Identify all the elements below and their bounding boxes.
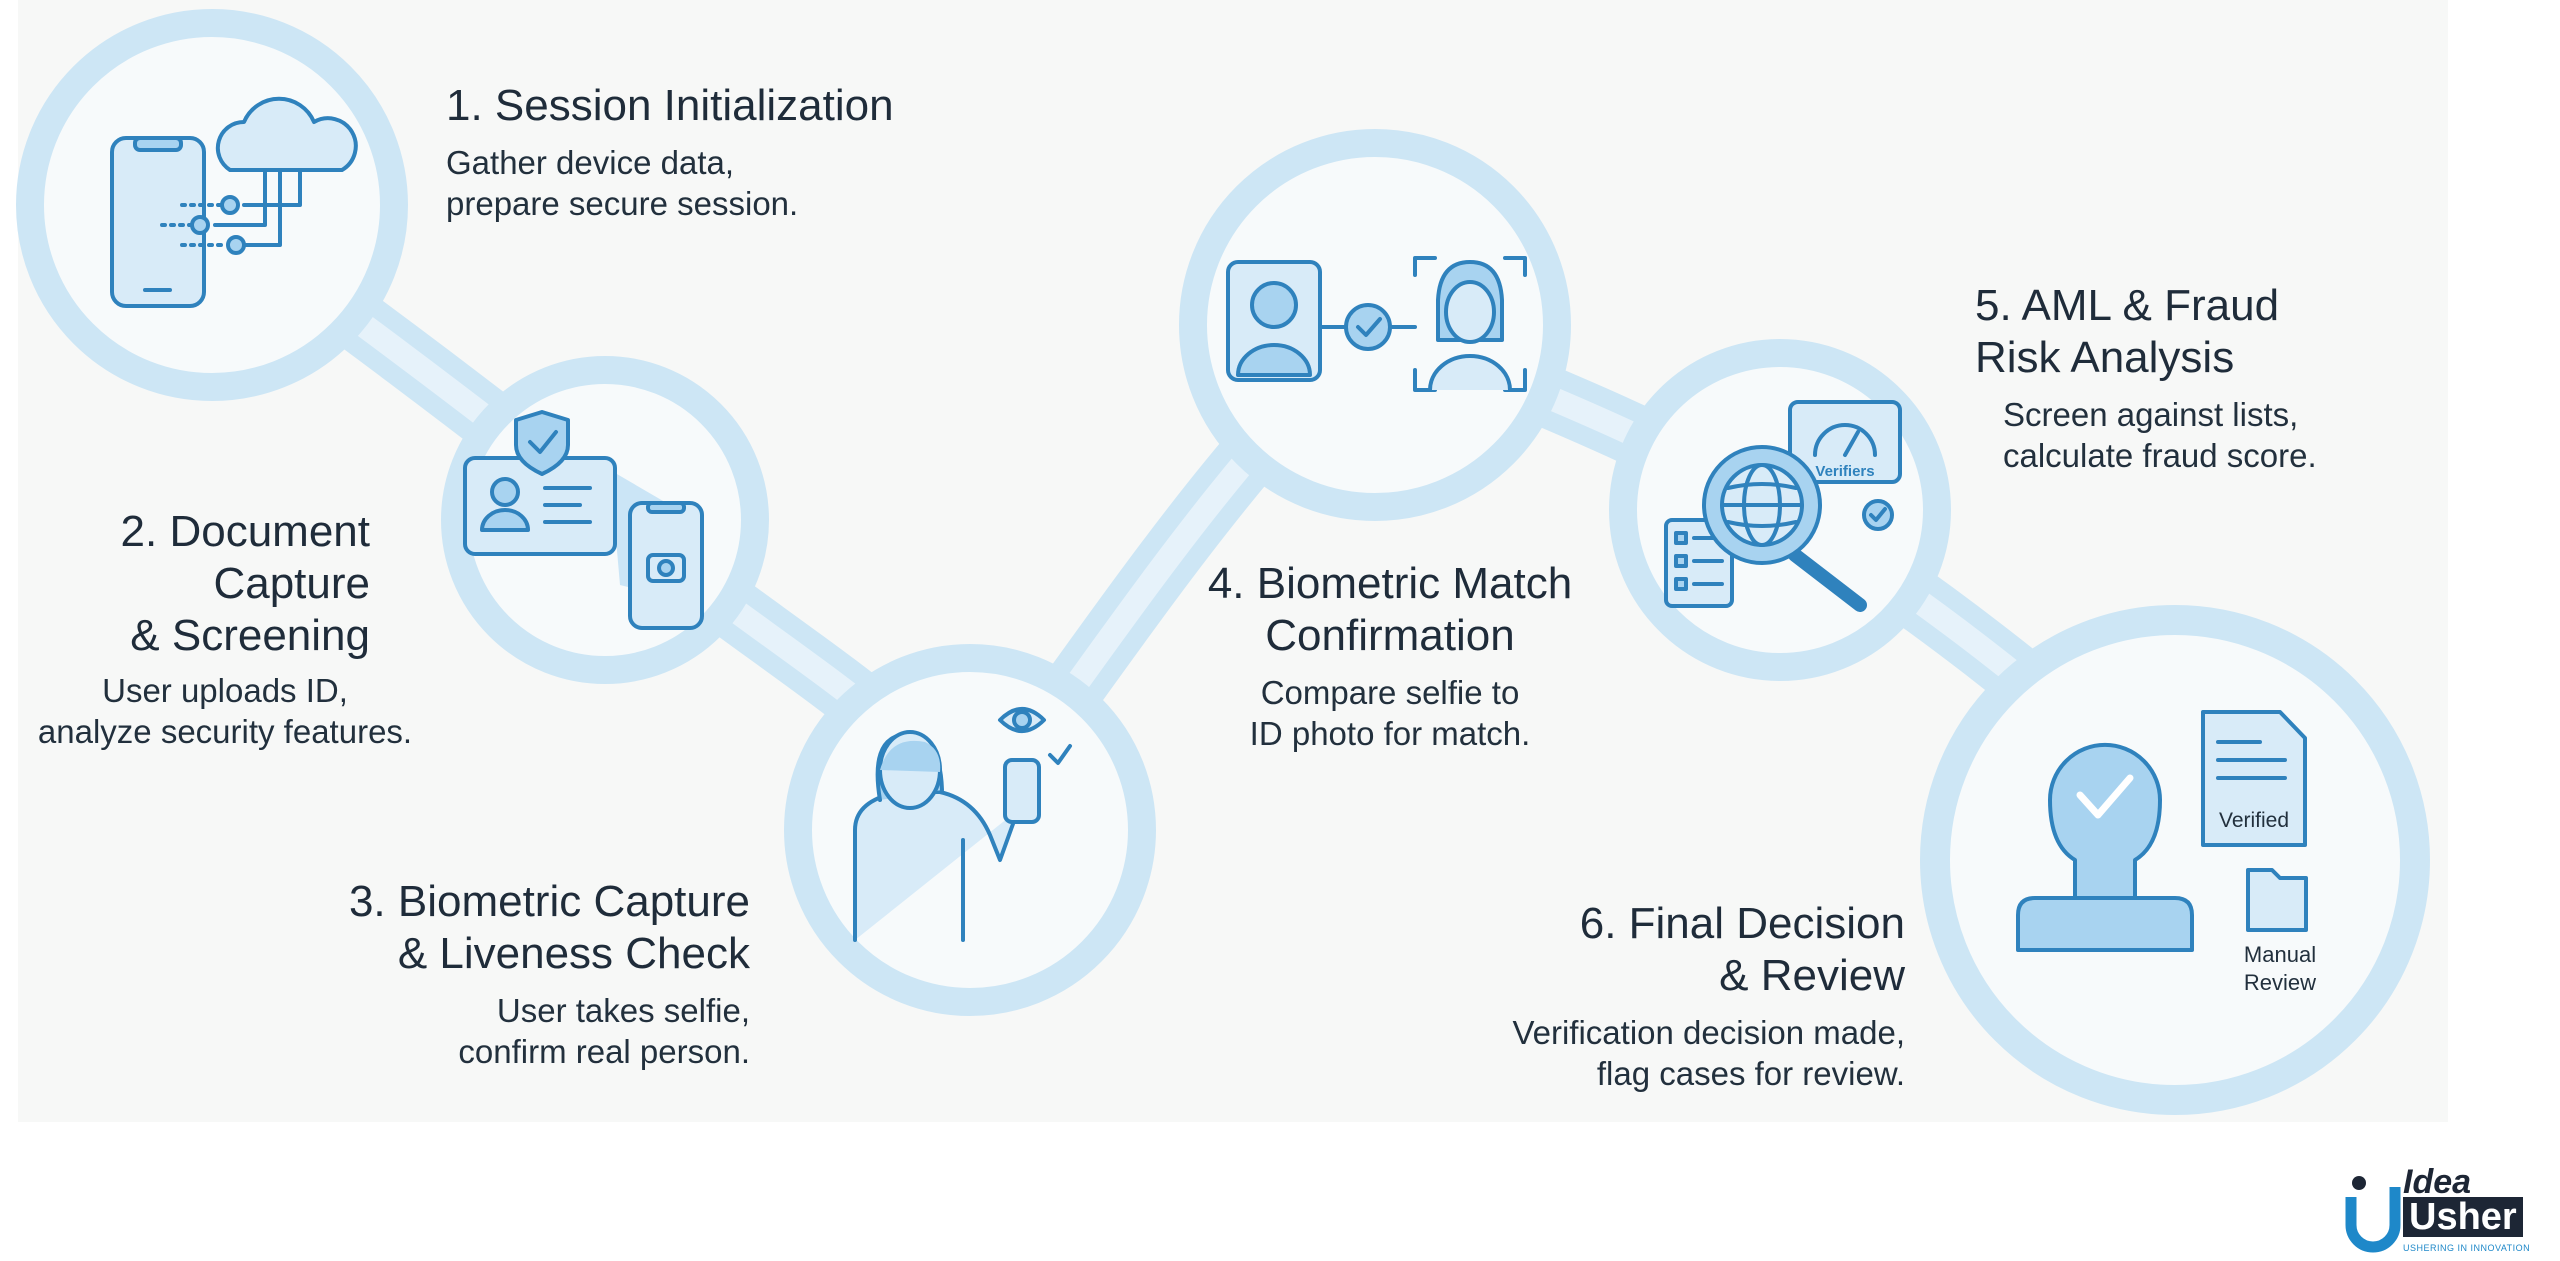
step-6-title: 6. Final Decision & Review (1579, 899, 1905, 1000)
step-2-title: 2. Document Capture & Screening (120, 507, 370, 660)
step-4-text: 4. Biometric Match Confirmation Compare … (1180, 558, 1600, 754)
logo-word-usher: Usher (2403, 1197, 2523, 1237)
stamp-document-folder-icon (2016, 710, 2308, 952)
step-1-desc: Gather device data, prepare secure sessi… (446, 144, 799, 222)
step-3-text: 3. Biometric Capture & Liveness Check Us… (300, 876, 750, 1072)
step-2-text: 2. Document Capture & Screening User upl… (20, 506, 430, 752)
step-5-title: 5. AML & Fraud Risk Analysis (1975, 281, 2280, 382)
step-3-desc: User takes selfie, confirm real person. (458, 992, 750, 1070)
step-4-desc: Compare selfie to ID photo for match. (1249, 674, 1531, 752)
idea-usher-logo: Idea Usher USHERING IN INNOVATION (2345, 1163, 2550, 1257)
globe-magnifier-gauge-icon (1664, 400, 1902, 612)
step-5-text: 5. AML & Fraud Risk Analysis Screen agai… (1975, 280, 2435, 476)
step-1-title: 1. Session Initialization (446, 81, 894, 130)
gauge-label: Verifiers (1815, 463, 1874, 480)
logo-tagline: USHERING IN INNOVATION (2403, 1243, 2531, 1253)
phone-cloud-network-icon (110, 96, 358, 308)
logo-u-mark (2345, 1176, 2401, 1253)
face-match-icon (1226, 256, 1527, 392)
step-6-desc: Verification decision made, flag cases f… (1512, 1014, 1905, 1092)
step-6-text: 6. Final Decision & Review Verification … (1440, 898, 1905, 1094)
step-2-desc: User uploads ID, analyze security featur… (37, 672, 413, 750)
id-card-phone-scan-icon (463, 410, 704, 630)
manual-review-label-2: Review (2244, 970, 2316, 995)
logo-word-idea: Idea (2403, 1163, 2472, 1201)
step-3-title: 3. Biometric Capture & Liveness Check (348, 877, 750, 978)
step-4-title: 4. Biometric Match Confirmation (1207, 559, 1573, 660)
person-selfie-eye-icon (853, 707, 1072, 942)
manual-review-label-1: Manual (2244, 942, 2316, 967)
step-1-text: 1. Session Initialization Gather device … (446, 80, 966, 224)
verified-doc-label: Verified (2219, 809, 2289, 832)
step-5-desc: Screen against lists, calculate fraud sc… (2003, 396, 2317, 474)
step-6-node (1920, 605, 2430, 1115)
